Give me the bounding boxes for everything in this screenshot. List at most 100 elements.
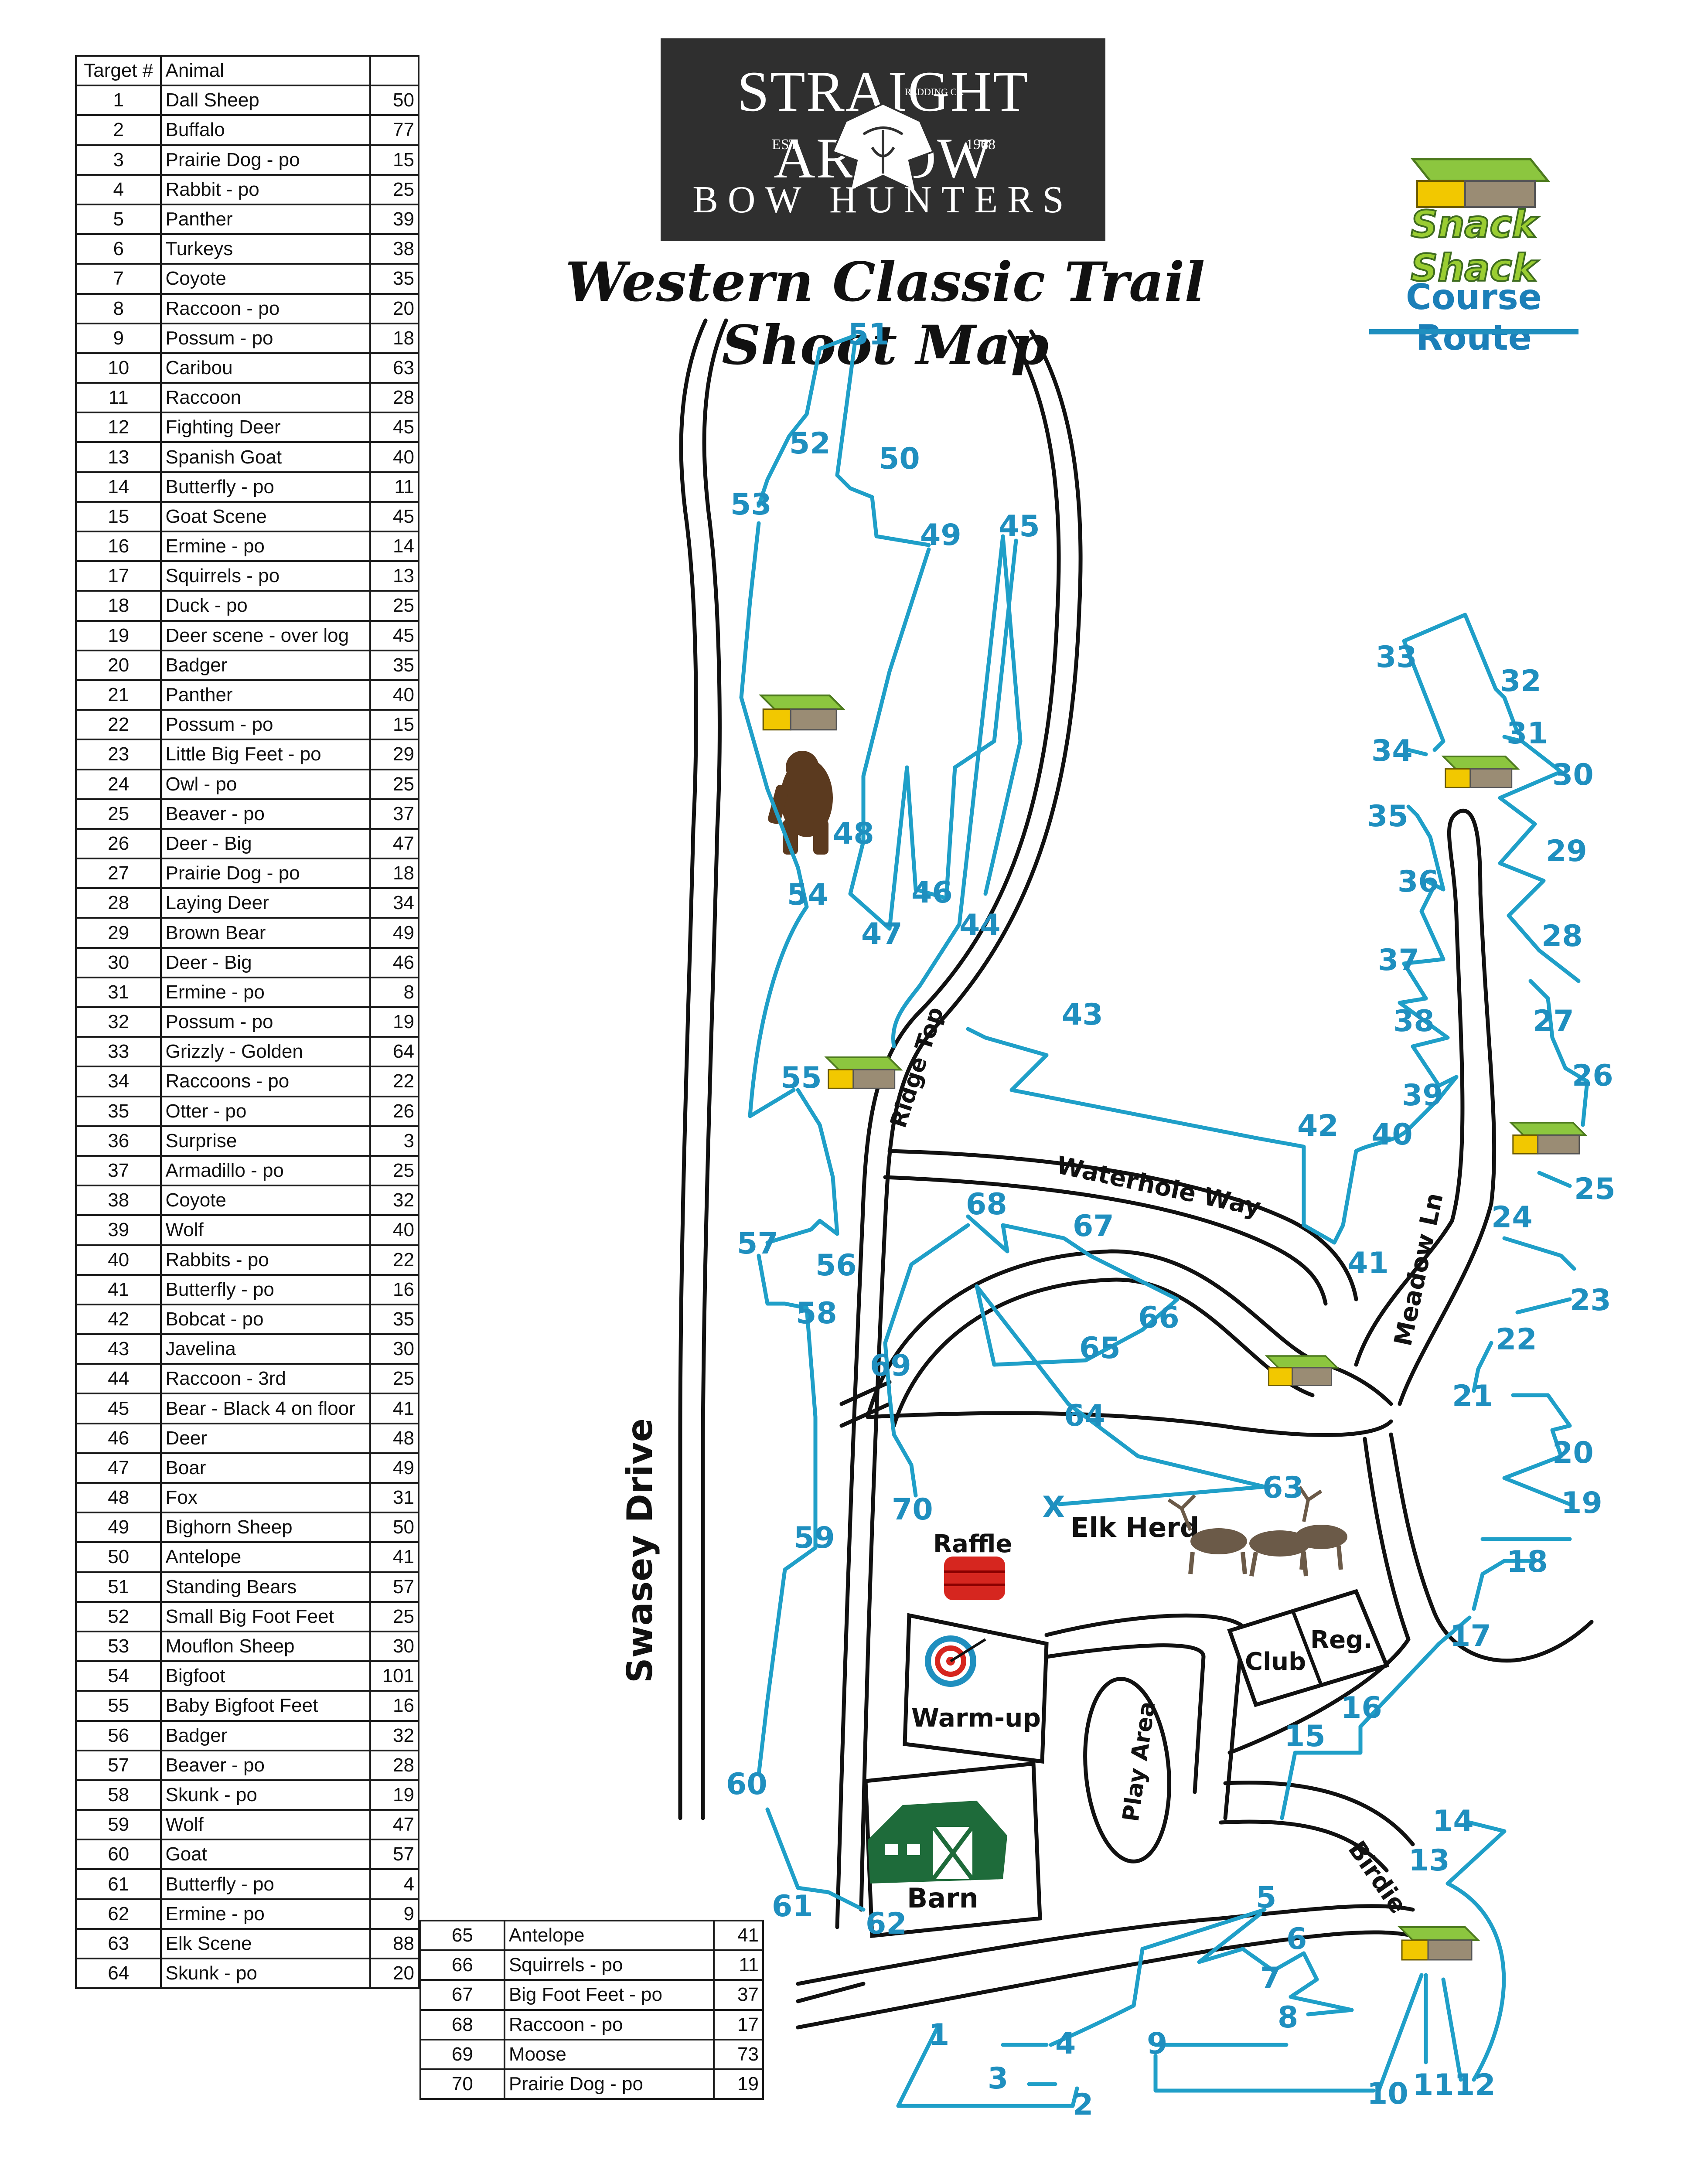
target-label-41: 41 [1347, 1246, 1389, 1281]
target-label-42: 42 [1297, 1109, 1339, 1143]
meadow-ln-label: Meadow Ln [1389, 1190, 1449, 1349]
animal-cell: Grizzly - Golden [160, 1036, 371, 1068]
target-label-10: 10 [1367, 2077, 1408, 2111]
animal-cell: Skunk - po [160, 1779, 371, 1811]
distance-cell: 30 [369, 1333, 420, 1365]
distance-cell: 34 [369, 887, 420, 919]
target-number-cell: 4 [75, 174, 162, 205]
animal-cell: Prairie Dog - po [160, 858, 371, 889]
bottom-road-north-edge [796, 1904, 1415, 1986]
header-target-number: Target # [75, 54, 162, 87]
target-number-cell: 67 [419, 1979, 505, 2011]
distance-cell: 88 [369, 1928, 420, 1960]
target-number-cell: 47 [75, 1452, 162, 1484]
distance-cell: 46 [369, 947, 420, 978]
animal-cell: Rabbit - po [160, 174, 371, 205]
target-number-cell: 49 [75, 1512, 162, 1543]
animal-cell: Elk Scene [160, 1928, 371, 1960]
target-number-cell: 12 [75, 412, 162, 443]
distance-cell: 41 [713, 1919, 764, 1952]
elk-herd-x: X [1042, 1490, 1065, 1525]
animal-cell: Prairie Dog - po [160, 144, 371, 176]
route-segment-12-14 [1445, 1820, 1507, 2082]
distance-cell: 19 [713, 2068, 764, 2100]
logo-subtitle: BOW HUNTERS [692, 179, 1074, 221]
animal-cell: Rabbits - po [160, 1244, 371, 1276]
animal-cell: Raccoon - 3rd [160, 1363, 371, 1395]
route-segment-63-66 [966, 1214, 1267, 1506]
warmup-area: Warm-up [903, 1613, 1049, 1764]
distance-cell: 26 [369, 1095, 420, 1127]
ridge-top-west-edge [835, 329, 1061, 1929]
animal-cell: Bear - Black 4 on floor [160, 1393, 371, 1424]
junction-stub-2 [839, 1402, 892, 1428]
animal-cell: Goat Scene [160, 501, 371, 533]
distance-cell: 22 [369, 1244, 420, 1276]
target-label-33: 33 [1376, 640, 1417, 674]
animal-cell: Spanish Goat [160, 441, 371, 473]
target-label-43: 43 [1062, 998, 1103, 1032]
target-number-cell: 31 [75, 976, 162, 1008]
route-segment-15-17 [1280, 1615, 1472, 1820]
animal-cell: Antelope [503, 1919, 715, 1952]
target-label-48: 48 [833, 817, 874, 851]
target-label-7: 7 [1260, 1961, 1281, 1996]
swasey-drive-label: Swasey Drive [620, 1418, 660, 1683]
inner-loop-inner [892, 1277, 1315, 1428]
distance-cell: 15 [369, 709, 420, 741]
animal-cell: Little Big Feet - po [160, 739, 371, 770]
target-number-cell: 32 [75, 1006, 162, 1038]
target-number-cell: 9 [75, 322, 162, 354]
target-number-cell: 14 [75, 471, 162, 503]
target-number-cell: 62 [75, 1898, 162, 1930]
target-label-56: 56 [815, 1248, 857, 1283]
distance-cell: 25 [369, 1601, 420, 1632]
animal-cell: Wolf [160, 1809, 371, 1841]
animal-cell: Squirrels - po [160, 560, 371, 592]
target-number-cell: 53 [75, 1630, 162, 1662]
animal-cell: Badger [160, 1720, 371, 1751]
animal-cell: Panther [160, 203, 371, 235]
logo-year: 1968 [966, 136, 995, 153]
target-label-9: 9 [1147, 2027, 1167, 2061]
target-number-cell: 66 [419, 1949, 505, 1981]
route-segment-21-24 [1472, 1236, 1576, 1393]
target-label-4: 4 [1055, 2027, 1076, 2061]
target-number-cell: 34 [75, 1066, 162, 1097]
animal-cell: Ermine - po [160, 530, 371, 562]
target-number-cell: 25 [75, 798, 162, 830]
target-number-cell: 7 [75, 263, 162, 295]
distance-cell: 31 [369, 1482, 420, 1514]
elk-herd-area: X Elk Herd [1042, 1485, 1347, 1577]
target-label-23: 23 [1570, 1283, 1611, 1318]
target-number-cell: 36 [75, 1125, 162, 1157]
distance-cell: 50 [369, 1512, 420, 1543]
distance-cell: 40 [369, 679, 420, 711]
route-segment-55-57 [765, 1088, 839, 1245]
distance-cell: 63 [369, 352, 420, 384]
target-number-cell: 44 [75, 1363, 162, 1395]
distance-cell: 25 [369, 174, 420, 205]
distance-cell: 28 [369, 1749, 420, 1781]
animal-cell: Brown Bear [160, 917, 371, 949]
arrowhead-logo-icon [833, 104, 933, 191]
target-label-38: 38 [1393, 1004, 1435, 1039]
distance-cell: 30 [369, 1630, 420, 1662]
junction-stub-1 [839, 1380, 892, 1406]
target-number-cell: 1 [75, 85, 162, 116]
target-number-cell: 52 [75, 1601, 162, 1632]
